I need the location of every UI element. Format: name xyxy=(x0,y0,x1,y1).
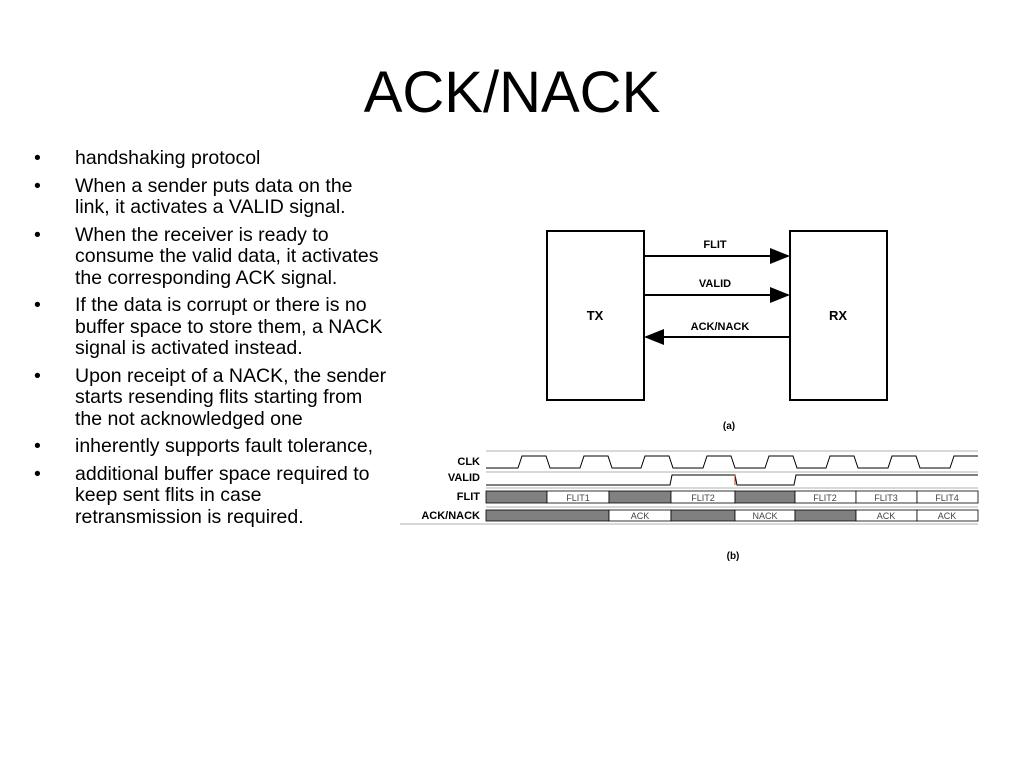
flit-label: FLIT2 xyxy=(813,493,837,503)
flit-label: FLIT3 xyxy=(874,493,898,503)
row-label-valid: VALID xyxy=(448,472,480,484)
bullet-text: additional buffer space required to keep… xyxy=(75,462,370,528)
ack-segment xyxy=(916,509,979,522)
bullet-list: • handshaking protocol • When a sender put… xyxy=(30,147,390,534)
bullet-glyph: • xyxy=(34,364,41,387)
tx-label: TX xyxy=(587,308,604,323)
bullet-item: • additional buffer space required to kee… xyxy=(30,462,390,529)
flit-signal-label: FLIT xyxy=(703,239,726,251)
bullet-item: • inherently supports fault tolerance, xyxy=(30,435,390,458)
row-label-clk: CLK xyxy=(457,456,480,468)
bullet-glyph: • xyxy=(34,435,41,457)
ack-label: ACK xyxy=(631,511,650,521)
flit-idle-segment xyxy=(608,490,672,504)
block-diagram-a: TX RX FLIT VALID ACK/NACK (a) xyxy=(546,230,888,432)
bullet-item: • When a sender puts data on the link, it… xyxy=(30,174,390,219)
bullet-item: • handshaking protocol xyxy=(30,147,390,170)
bullet-item: • Upon receipt of a NACK, the sender star… xyxy=(30,364,390,431)
bullet-glyph: • xyxy=(34,462,41,485)
flit-idle-segment xyxy=(734,490,796,504)
bullet-text: handshaking protocol xyxy=(75,147,261,169)
bullet-item: • If the data is corrupt or there is no b… xyxy=(30,294,390,360)
clk-waveform xyxy=(486,455,978,469)
ack-idle-segment xyxy=(794,509,857,522)
flit-label: FLIT2 xyxy=(691,493,715,503)
slide-title: ACK/NACK xyxy=(363,60,661,125)
flit-label: FLIT4 xyxy=(935,493,959,503)
acknack-signal-label: ACK/NACK xyxy=(691,321,750,333)
tx-block xyxy=(546,230,645,401)
valid-signal-label: VALID xyxy=(699,278,731,290)
ack-label: ACK xyxy=(938,511,957,521)
ack-label: ACK xyxy=(877,511,896,521)
valid-waveform xyxy=(486,474,978,486)
bullet-item: • When the receiver is ready to consume t… xyxy=(30,223,390,290)
bullet-glyph: • xyxy=(34,147,41,169)
bullet-glyph: • xyxy=(34,174,41,197)
ack-idle-segment xyxy=(485,509,610,522)
ack-label: NACK xyxy=(752,511,777,521)
flit-segment xyxy=(916,490,979,504)
bullet-text: When a sender puts data on the link, it … xyxy=(75,174,353,218)
row-label-acknack: ACK/NACK xyxy=(421,510,480,522)
row-label-flit: FLIT xyxy=(457,491,480,503)
rx-label: RX xyxy=(829,308,847,323)
bullet-text: Upon receipt of a NACK, the sender start… xyxy=(75,364,387,430)
caption-a: (a) xyxy=(723,421,735,432)
flit-label: FLIT1 xyxy=(566,493,590,503)
bullet-text: If the data is corrupt or there is no bu… xyxy=(75,294,383,359)
rx-block xyxy=(789,230,888,401)
bullet-text: When the receiver is ready to consume th… xyxy=(75,223,379,289)
caption-b: (b) xyxy=(727,551,740,562)
flit-idle-segment xyxy=(485,490,548,504)
bullet-glyph: • xyxy=(34,294,41,316)
timing-diagram-b: CLK VALID FLIT ACK/NACK FLIT1 FLIT2 FLIT… xyxy=(400,450,979,562)
bullet-text: inherently supports fault tolerance, xyxy=(75,435,374,457)
bullet-glyph: • xyxy=(34,223,41,246)
ack-idle-segment xyxy=(670,509,736,522)
